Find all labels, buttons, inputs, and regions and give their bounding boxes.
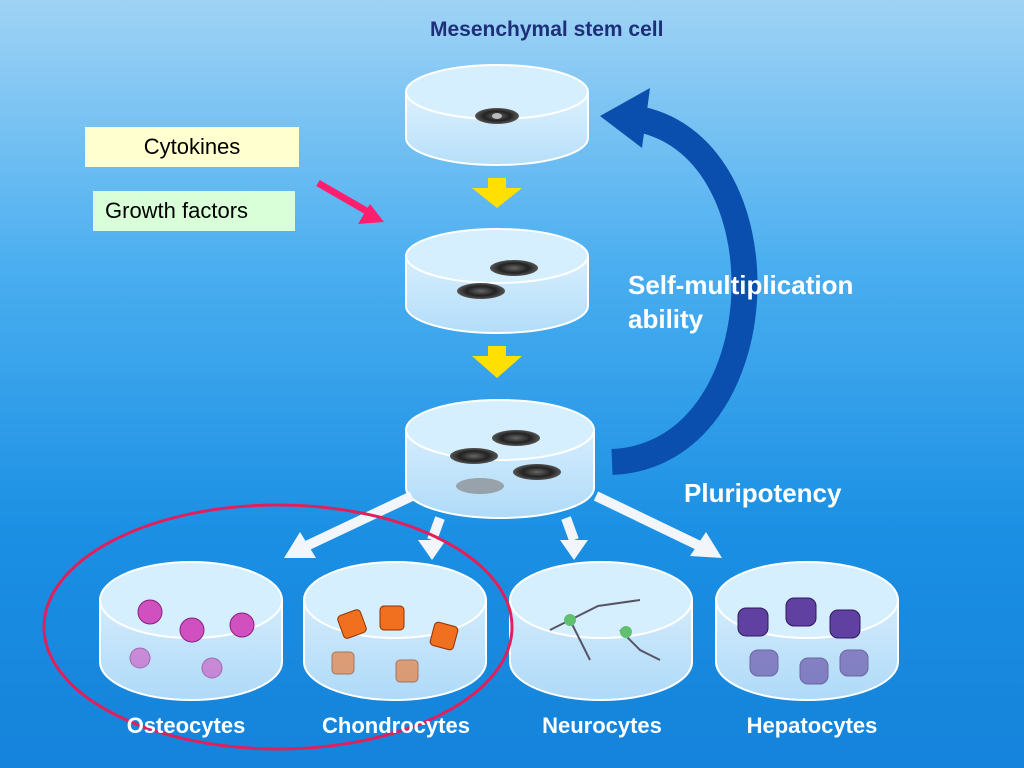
growth-factors-box: Growth factors <box>93 191 295 231</box>
petri-dish-2 <box>405 228 589 334</box>
pink-arrow <box>316 179 384 224</box>
cytokines-box: Cytokines <box>85 127 299 167</box>
dish-osteocytes <box>99 561 283 701</box>
diagram-title: Mesenchymal stem cell <box>430 18 664 41</box>
self-multiplication-line2: ability <box>628 304 704 334</box>
pluripotency-label: Pluripotency <box>684 478 842 508</box>
dish-chondrocytes <box>303 561 487 701</box>
dish-neurocytes <box>509 561 693 701</box>
yellow-arrow-1 <box>472 178 522 208</box>
petri-dish-3 <box>405 399 595 519</box>
yellow-arrow-2 <box>472 346 522 378</box>
hepatocytes-label: Hepatocytes <box>746 713 878 738</box>
self-multiplication-line1: Self-multiplication <box>628 270 854 300</box>
dish-hepatocytes <box>715 561 899 701</box>
osteocytes-label: Osteocytes <box>126 713 246 738</box>
highlight-ellipse <box>42 503 514 751</box>
chondrocytes-label: Chondrocytes <box>322 713 470 738</box>
petri-dish-1 <box>405 64 589 166</box>
neurocytes-label: Neurocytes <box>542 713 662 738</box>
self-multiplication-label: Self-multiplication ability <box>628 268 853 336</box>
self-multiplication-arrow <box>600 88 758 475</box>
